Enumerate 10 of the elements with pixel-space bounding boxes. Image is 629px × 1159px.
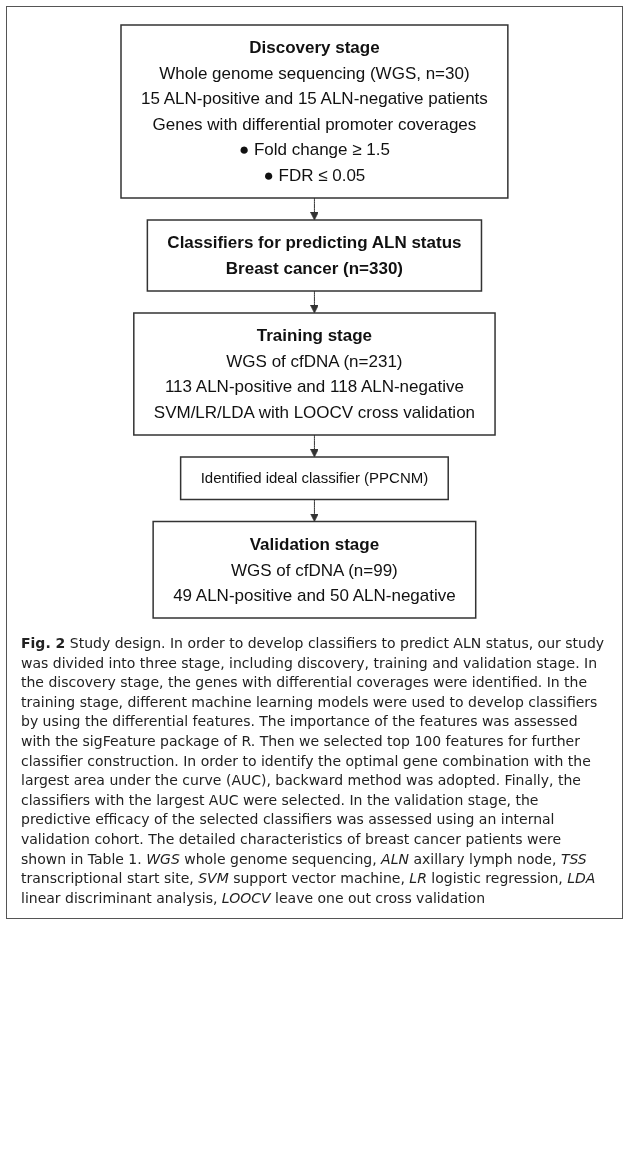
node-box: Classifiers for predicting ALN status Breast cancer (n=330)	[146, 219, 483, 292]
arrow	[310, 290, 319, 314]
node-box: Discovery stage Whole genome sequencing (WGS, n=30) 15 ALN-positive and 15 ALN-negative patients Genes with differential promoter coverages ● Fold change ≥ 1.5 ● FDR ≤ 0.05	[120, 24, 509, 199]
node-box: Training stage WGS of cfDNA (n=231) 113 ALN-positive and 118 ALN-negative SVM/LR/LDA with LOOCV cross validation	[133, 312, 496, 436]
node-box: Identified ideal classifier (PPCNM)	[179, 456, 450, 501]
arrow	[310, 434, 319, 458]
node-box: Validation stage WGS of cfDNA (n=99) 49 ALN-positive and 50 ALN-negative	[152, 520, 477, 619]
figure-caption: Fig. 2 Study design. In order to develop classifiers to predict ALN status, our study was divided into three stage, including discovery, training and validation stage. In the discovery stage, the genes with differential coverages were identified. In the training stage, different machine learning models were used to develop classifiers by using the differential features. The importance of the features was assessed with the sigFeature package of R. Then we selected top 100 features for further classifier construction. In order to identify the optimal gene combination with the largest area under the curve (AUC), backward method was adopted. Finally, the classifiers with the largest AUC were selected. In the validation stage, the predictive efficacy of the selected classifiers was assessed using an internal validation cohort. The detailed characteristics of breast cancer patients were shown in Table 1. WGS whole genome sequencing, ALN axillary lymph node, TSS transcriptional start site, SVM support vector machine, LR logistic regression, LDA linear discriminant analysis, LOOCV leave one out cross validation	[21, 634, 606, 908]
arrow	[310, 499, 319, 522]
arrow	[310, 197, 319, 221]
